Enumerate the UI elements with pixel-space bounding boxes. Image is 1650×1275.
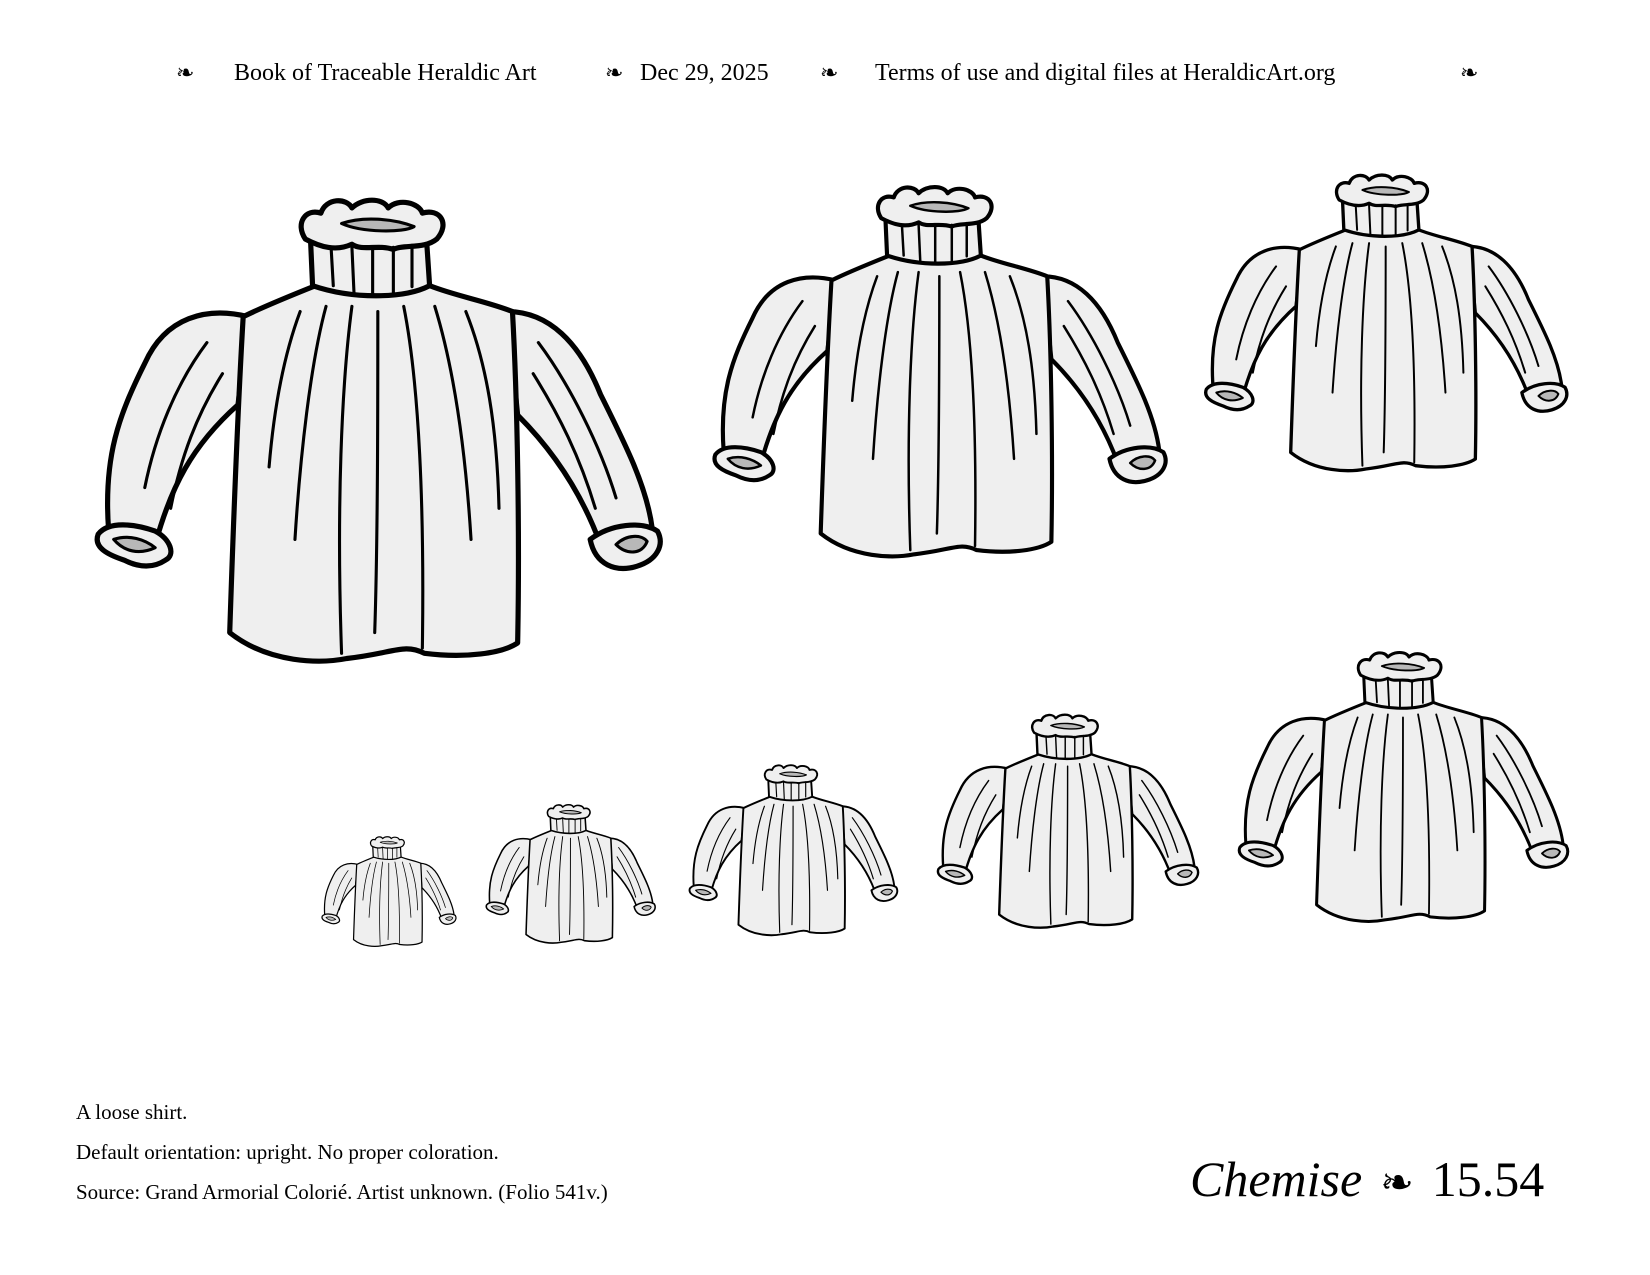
fleuron-icon: ❧	[176, 60, 195, 85]
chemise-illustration-small	[485, 804, 659, 950]
chemise-illustration-medium	[936, 712, 1204, 940]
book-title: Book of Traceable Heraldic Art	[234, 60, 537, 86]
fleuron-icon: ❧	[1460, 60, 1479, 85]
description-line: A loose shirt.	[76, 1100, 188, 1124]
chemise-illustration-small	[321, 836, 459, 952]
page-header: ❧ Book of Traceable Heraldic Art ❧ Dec 2…	[0, 60, 1650, 94]
chemise-illustration-small	[688, 764, 902, 944]
fleuron-icon: ❧	[1380, 1160, 1414, 1205]
source-line: Source: Grand Armorial Colorié. Artist u…	[76, 1180, 608, 1204]
fleuron-icon: ❧	[605, 60, 624, 85]
chemise-illustration-large	[93, 196, 673, 686]
figure-title: Chemise ❧ 15.54	[1190, 1150, 1544, 1208]
chemise-illustration	[711, 185, 1176, 575]
figure-number: 15.54	[1431, 1151, 1545, 1207]
figure-name: Chemise	[1190, 1151, 1363, 1207]
chemise-illustration	[1203, 172, 1575, 487]
chemise-illustration-medium	[1236, 651, 1576, 935]
fleuron-icon: ❧	[820, 60, 839, 85]
header-date: Dec 29, 2025	[640, 60, 769, 86]
terms-text: Terms of use and digital files at Herald…	[875, 60, 1336, 86]
orientation-line: Default orientation: upright. No proper …	[76, 1140, 499, 1164]
